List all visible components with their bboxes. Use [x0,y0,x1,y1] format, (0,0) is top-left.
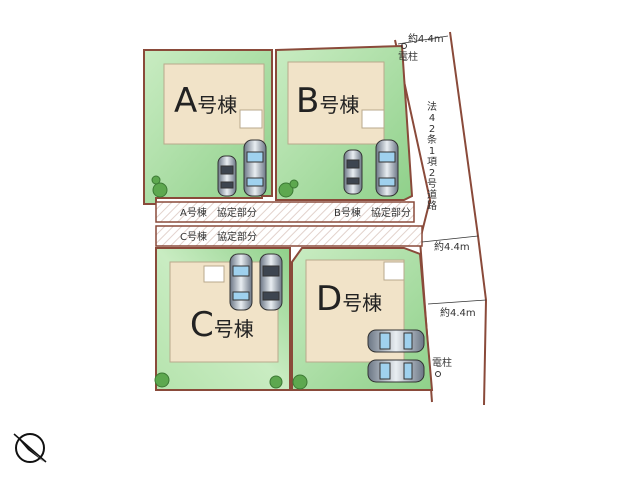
agreement-strip-c [155,225,423,247]
car-icon [217,155,237,197]
building-b [287,61,385,145]
porch-a [239,109,263,129]
pole-top-label: 電柱 [398,50,418,63]
car-icon [229,253,253,311]
porch-b [361,109,385,129]
house-a-letter: A [174,81,197,121]
car-icon [367,329,425,353]
house-b-letter: B [296,81,319,121]
tree-icon [289,179,299,189]
road-width-mid: 約4.4m [434,240,470,253]
agreement-b-label: B号棟 協定部分 [334,206,411,219]
agreement-c-label: C号棟 協定部分 [180,230,257,243]
pole-top-icon [401,43,407,49]
tree-icon [154,372,170,388]
house-b-label: B号棟 [296,81,359,121]
building-a [163,63,265,145]
tree-icon [269,375,283,389]
porch-d [383,261,405,281]
house-c-label: C号棟 [190,305,254,345]
house-b-suffix: 号棟 [319,93,359,117]
pole-bottom-icon [435,371,441,377]
tree-icon [152,182,168,198]
car-icon [243,139,267,197]
house-c-suffix: 号棟 [214,317,254,341]
house-a-suffix: 号棟 [197,93,237,117]
house-d-suffix: 号棟 [342,291,382,315]
house-d-label: D号棟 [316,279,382,319]
dimension-line-right [427,299,487,305]
road-width-right: 約4.4m [440,306,476,319]
car-icons [217,139,425,383]
agreement-strip-ab [155,201,415,223]
road-edge-right [449,31,488,406]
compass-icon [13,433,47,463]
agreement-a-label: A号棟 協定部分 [180,206,257,219]
porch-c [203,265,225,283]
tree-icon [292,374,308,390]
dimension-line-mid [421,235,479,243]
road-legal-label: 法42条1項2号道路 [427,102,437,212]
car-icon [375,139,399,197]
house-d-letter: D [316,279,342,319]
road-width-top: 約4.4m [408,32,444,45]
car-icon [343,149,363,195]
car-icon [259,253,283,311]
car-icon [367,359,425,383]
tree-icon [278,182,294,198]
house-c-letter: C [190,305,214,345]
pole-bottom-label: 電柱 [432,356,452,369]
house-a-label: A号棟 [174,81,237,121]
tree-icon [151,175,161,185]
dimension-line-top [397,35,449,45]
tree-icons [151,175,308,390]
